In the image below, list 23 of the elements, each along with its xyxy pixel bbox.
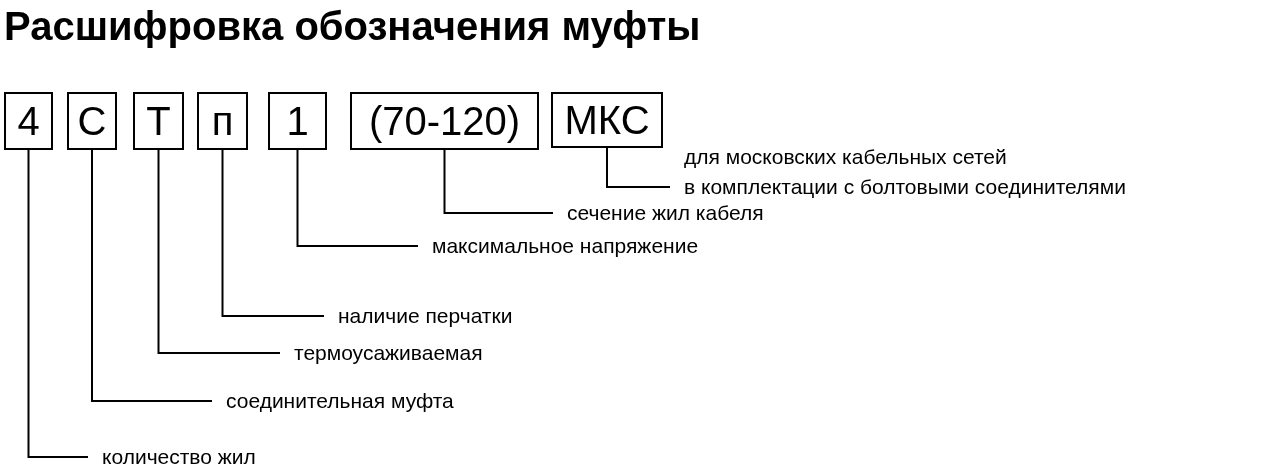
code-box: п [197,92,248,150]
code-box: 1 [268,92,327,150]
description-text: термоусаживаемая [294,340,483,366]
leader-line [443,149,554,214]
code-box: С [67,92,117,150]
description-text: максимальное напряжение [432,233,699,259]
leader-line [91,149,213,402]
description-text: наличие перчатки [338,303,513,329]
leader-line [606,147,671,188]
leader-line [27,149,89,458]
leader-line [296,149,419,247]
code-box: МКС [551,92,663,148]
code-box: (70-120) [350,92,539,150]
leader-line [221,149,325,317]
diagram-title: Расшифровка обозначения муфты [4,4,701,49]
description-text: сечение жил кабеля [567,200,764,226]
code-box: 4 [4,92,53,150]
code-box: Т [133,92,184,150]
description-text: соединительная муфта [226,388,454,414]
description-text: количество жил [102,444,256,465]
description-text: для московских кабельных сетей [684,144,1008,170]
leader-line [157,149,281,354]
description-text: в комплектации с болтовыми соединителями [684,174,1126,200]
